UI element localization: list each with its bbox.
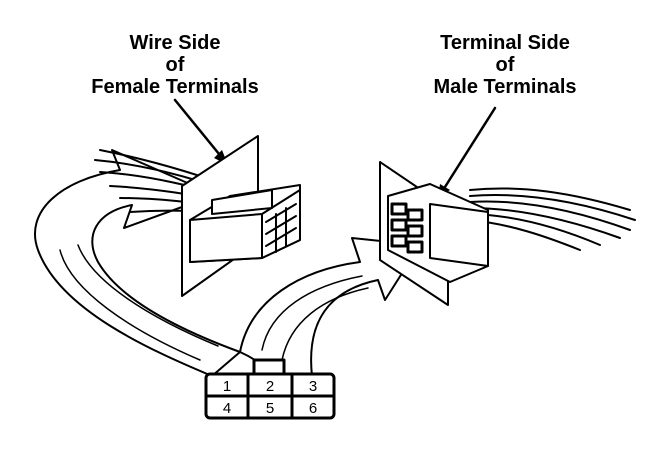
male-wire-bundle (469, 187, 636, 251)
pin-numbers: 1 2 3 4 5 6 (223, 378, 317, 417)
pin-2-label: 2 (266, 378, 274, 395)
pin-6-label: 6 (309, 400, 317, 417)
pin-3-label: 3 (309, 378, 317, 395)
male-connector (387, 183, 489, 283)
pin-4-label: 4 (223, 400, 231, 417)
pinout-connector (204, 358, 336, 420)
female-connector (189, 184, 301, 263)
curved-arrow-left (33, 149, 241, 377)
female-label-line1: Wire Side (129, 32, 221, 54)
male-terminal-side-label: Terminal Side of Male Terminals (395, 32, 615, 98)
female-label-line3: Female Terminals (91, 76, 259, 98)
male-label-line3: Male Terminals (433, 76, 577, 98)
male-leader-line (436, 106, 497, 200)
female-label-line2: of (165, 54, 185, 76)
female-wire-side-label: Wire Side of Female Terminals (60, 32, 290, 98)
male-label-line1: Terminal Side (440, 32, 570, 54)
pin-1-label: 1 (223, 378, 231, 395)
pin-5-label: 5 (266, 400, 274, 417)
male-label-line2: of (495, 54, 515, 76)
